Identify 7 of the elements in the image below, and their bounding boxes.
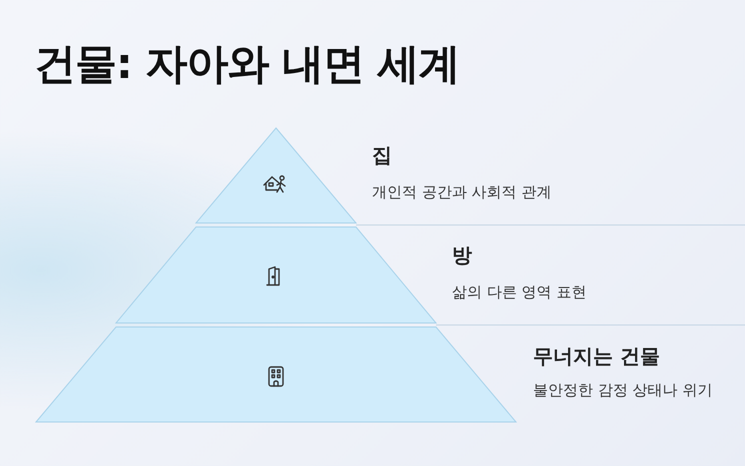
tier-description: 불안정한 감정 상태나 위기 (533, 381, 712, 400)
tier-heading: 집 (372, 142, 392, 169)
tier-description: 삶의 다른 영역 표현 (452, 283, 586, 302)
tier-description: 개인적 공간과 사회적 관계 (372, 183, 552, 202)
tier-heading: 방 (452, 242, 472, 269)
tier-heading: 무너지는 건물 (533, 343, 660, 370)
title: 건물: 자아와 내면 세계 (34, 38, 460, 90)
